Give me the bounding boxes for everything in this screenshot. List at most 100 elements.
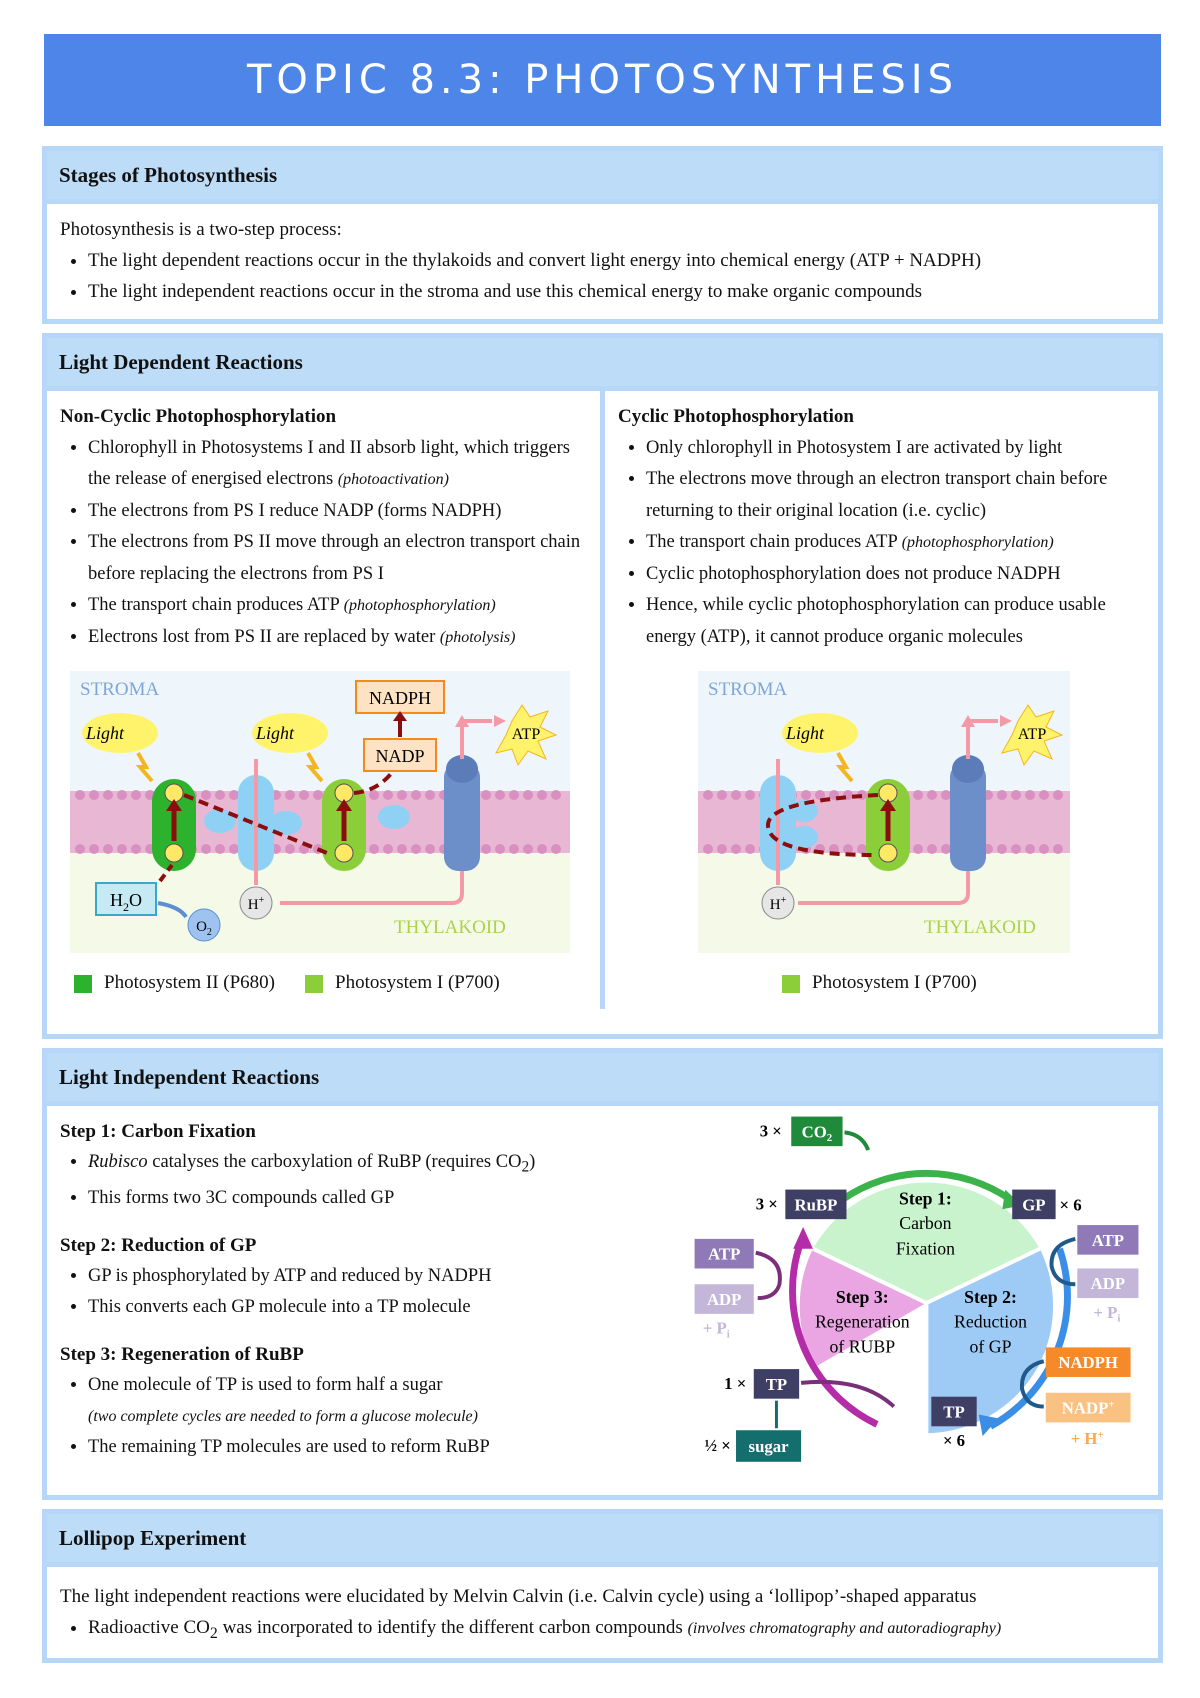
bullet-em: (photoactivation)	[337, 471, 449, 488]
list-item: Cyclic photophosphorylation does not pro…	[646, 559, 1145, 591]
oxygen-label: O2	[196, 919, 212, 938]
cyclic-diagram: STROMA THYLAKOID Light	[698, 671, 1070, 953]
stages-intro: Photosynthesis is a two-step process:	[60, 219, 342, 240]
legend-item-ps1: Photosystem I (P700)	[305, 967, 500, 999]
lir-content: Step 1: Carbon Fixation Rubisco catalyse…	[47, 1106, 1158, 1498]
list-item: Hence, while cyclic photophosphorylation…	[646, 590, 1145, 653]
light-burst	[82, 713, 158, 753]
legend-label: Photosystem I (P700)	[335, 972, 500, 993]
list-item: One molecule of TP is used to form half …	[88, 1370, 652, 1432]
arrow-head	[494, 715, 506, 727]
lir-text: Step 1: Carbon Fixation Rubisco catalyse…	[47, 1106, 665, 1498]
sector-divider	[811, 1246, 928, 1305]
protein-blob	[270, 811, 302, 835]
membrane	[70, 790, 570, 854]
lollipop-body: The light independent reactions were elu…	[47, 1567, 1158, 1659]
proton-icon	[239, 886, 273, 920]
bullet-em: (two complete cycles are needed to form …	[88, 1407, 478, 1425]
step1-label: Fixation	[896, 1239, 955, 1259]
protein-blob	[204, 809, 236, 833]
list-item: The light dependent reactions occur in t…	[88, 245, 1145, 276]
proton-icon	[761, 886, 795, 920]
sector-divider	[925, 1246, 1041, 1305]
nadp-label: NADP+	[1062, 1398, 1115, 1417]
ps2-swatch	[74, 974, 92, 993]
arrow-head	[880, 799, 896, 811]
cyclic-legend: Photosystem I (P700)	[618, 967, 1145, 999]
legend-item-ps2: Photosystem II (P680)	[74, 967, 275, 999]
adp-label: ADP	[707, 1290, 741, 1309]
thylakoid-label: THYLAKOID	[924, 917, 1036, 938]
gp-multiplier: × 6	[1059, 1195, 1081, 1214]
gp-box	[1012, 1189, 1056, 1220]
co2-multiplier: 3 ×	[760, 1121, 782, 1140]
atp-label: ATP	[512, 726, 541, 743]
step3-arrow	[788, 1239, 879, 1428]
lollipop-intro: The light independent reactions were elu…	[60, 1586, 977, 1607]
step3-label: Regeneration	[815, 1312, 910, 1332]
bullet-text: )	[529, 1152, 536, 1172]
light-burst	[252, 713, 328, 753]
bullet-em: (photophosphorylation)	[901, 534, 1054, 551]
tp-out-box	[753, 1369, 799, 1399]
step3-label: of RUBP	[829, 1336, 895, 1356]
nadp-box	[1045, 1392, 1131, 1423]
list-item: GP is phosphorylated by ATP and reduced …	[88, 1261, 652, 1292]
arrow-head	[393, 711, 407, 721]
arrow-head	[336, 799, 352, 811]
protein-blob	[790, 826, 818, 848]
light-label: Light	[85, 723, 125, 743]
ps1-swatch	[305, 974, 323, 993]
ldr-columns: Non-Cyclic Photophosphorylation Chloroph…	[47, 391, 1158, 1009]
tp-out-label: TP	[766, 1375, 787, 1394]
lollipop-section: Lollipop Experiment The light independen…	[42, 1509, 1163, 1663]
step2-label: Step 2:	[964, 1287, 1017, 1307]
list-item: The transport chain produces ATP (photop…	[646, 527, 1145, 559]
lightning-icon	[305, 752, 324, 783]
list-item: The electrons from PS I reduce NADP (for…	[88, 496, 587, 528]
co2-box	[791, 1116, 843, 1147]
list-item: Rubisco catalyses the carboxylation of R…	[88, 1147, 652, 1183]
bullet-text: Radioactive CO	[88, 1617, 210, 1638]
bullet-em: (photolysis)	[439, 628, 516, 646]
stages-list: The light dependent reactions occur in t…	[60, 245, 1145, 307]
bullet-text: The transport chain produces ATP	[646, 532, 898, 552]
noncyclic-list: Chlorophyll in Photosystems I and II abs…	[60, 433, 587, 654]
bullet-text: catalyses the carboxylation of RuBP (req…	[152, 1152, 522, 1172]
oxygen-arrow	[157, 901, 188, 919]
proton-gradient-path	[798, 871, 970, 905]
list-item: The transport chain produces ATP (photop…	[88, 590, 587, 622]
rubisco-text: Rubisco	[88, 1152, 148, 1172]
atp-label: ATP	[708, 1245, 740, 1264]
lightning-icon	[835, 752, 854, 783]
sugar-multiplier: ½ ×	[704, 1436, 730, 1455]
stages-heading: Stages of Photosynthesis	[47, 151, 1158, 204]
arrow-head	[793, 1227, 813, 1249]
water-electron-path	[158, 863, 174, 883]
ps1-swatch	[782, 974, 800, 993]
atp-synthase	[444, 763, 480, 871]
h-plus-label: + H+	[1071, 1429, 1104, 1448]
thylakoid-label: THYLAKOID	[394, 917, 506, 938]
lightning-icon	[135, 752, 154, 783]
step1-sector	[812, 1182, 1040, 1303]
noncyclic-diagram: STROMA THYLAKOID Light Light	[70, 671, 570, 953]
arrow-head	[1000, 715, 1012, 727]
oxygen-icon	[187, 908, 221, 942]
light-label: Light	[785, 723, 825, 743]
step1-block: Step 1: Carbon Fixation Rubisco catalyse…	[60, 1116, 652, 1214]
sugar-label: sugar	[748, 1437, 789, 1456]
stages-section: Stages of Photosynthesis Photosynthesis …	[42, 146, 1163, 324]
co2-arrow	[844, 1130, 870, 1151]
lir-heading: Light Independent Reactions	[47, 1053, 1158, 1106]
light-label: Light	[255, 723, 295, 743]
tp-box	[931, 1396, 977, 1427]
bullet-text: The transport chain produces ATP	[88, 595, 340, 615]
nadp-box	[363, 738, 437, 772]
atp-box-right	[1077, 1225, 1139, 1255]
stages-body: Photosynthesis is a two-step process: Th…	[47, 204, 1158, 317]
atp-synthase-head	[952, 755, 984, 783]
sugar-box	[735, 1430, 801, 1462]
proton-gradient-path	[280, 871, 464, 905]
bullet-text: Chlorophyll in Photosystems I and II abs…	[88, 437, 570, 490]
